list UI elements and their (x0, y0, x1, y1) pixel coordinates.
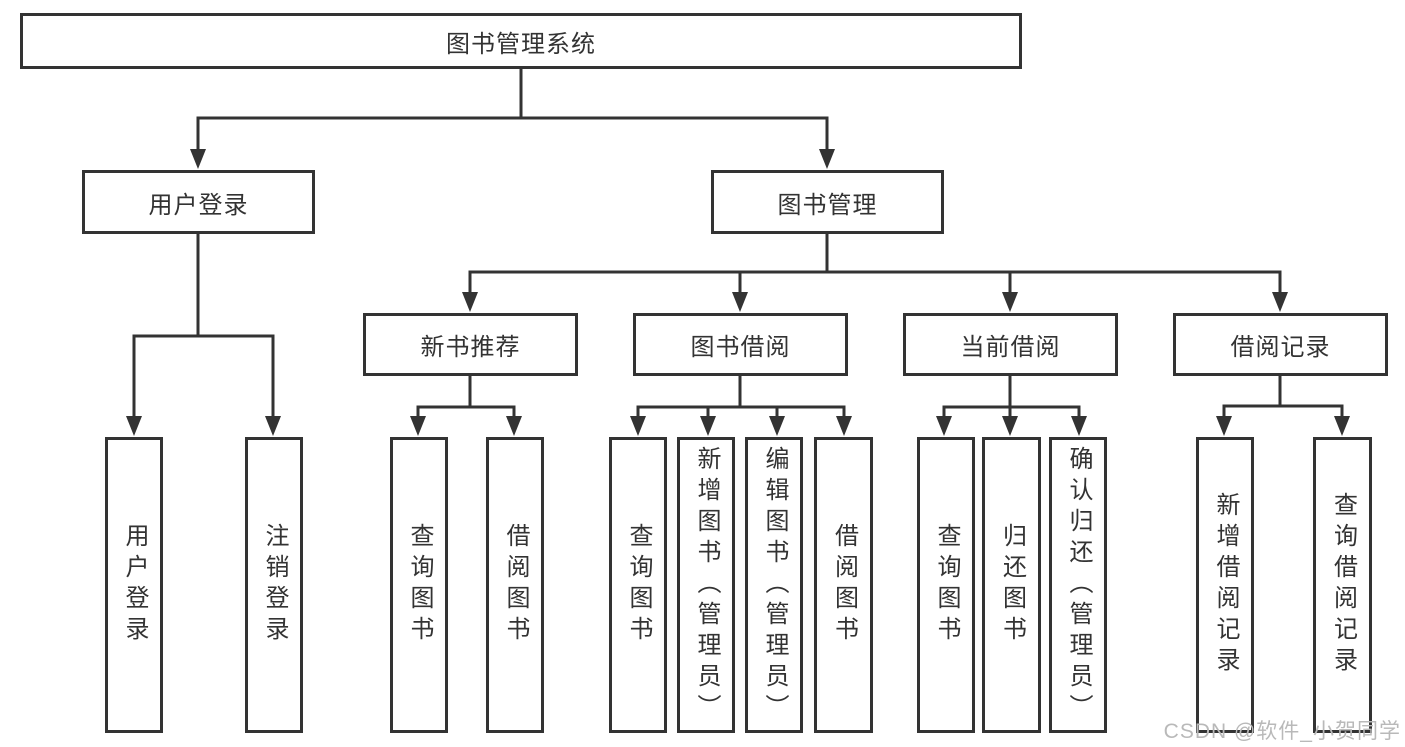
leaf-current-query-book-label: 查询图书 (933, 523, 960, 647)
node-root-label: 图书管理系统 (446, 30, 596, 58)
leaf-current-return-book-label: 归还图书 (998, 523, 1026, 647)
node-borrow-records: 借阅记录 (1173, 313, 1388, 376)
leaf-recommend-borrow-book: 借阅图书 (486, 437, 544, 733)
node-current-borrowing-label: 当前借阅 (960, 334, 1061, 361)
node-book-management: 图书管理 (711, 170, 944, 234)
leaf-logout: 注销登录 (245, 437, 303, 733)
leaf-recommend-query-book: 查询图书 (390, 437, 448, 733)
leaf-user-login: 用户登录 (105, 437, 163, 733)
leaf-record-add-label: 新增借阅记录 (1212, 492, 1239, 678)
leaf-borrowing-query-book-label: 查询图书 (625, 523, 652, 647)
leaf-record-add: 新增借阅记录 (1196, 437, 1254, 733)
leaf-recommend-query-book-label: 查询图书 (406, 523, 433, 647)
leaf-borrowing-edit-book-admin-label: 编辑图书（管理员） (761, 445, 788, 725)
leaf-current-return-book: 归还图书 (982, 437, 1041, 733)
leaf-current-confirm-return-admin-label: 确认归还（管理员） (1065, 445, 1092, 725)
arrowhead-icons (126, 149, 1350, 436)
tree-edges (132, 67, 1344, 422)
node-new-book-recommend: 新书推荐 (363, 313, 578, 376)
leaf-record-query-label: 查询借阅记录 (1329, 492, 1357, 678)
node-new-book-recommend-label: 新书推荐 (420, 334, 521, 361)
csdn-watermark: CSDN @软件_小贺同学 (1163, 720, 1401, 743)
node-root: 图书管理系统 (20, 13, 1022, 69)
node-user-login: 用户登录 (82, 170, 315, 234)
leaf-borrowing-borrow-book: 借阅图书 (814, 437, 873, 733)
leaf-logout-label: 注销登录 (261, 523, 288, 647)
node-borrow-records-label: 借阅记录 (1230, 334, 1331, 361)
node-current-borrowing: 当前借阅 (903, 313, 1118, 376)
leaf-borrowing-add-book-admin: 新增图书（管理员） (677, 437, 735, 733)
leaf-current-confirm-return-admin: 确认归还（管理员） (1049, 437, 1107, 733)
leaf-borrowing-borrow-book-label: 借阅图书 (830, 523, 858, 647)
leaf-borrowing-add-book-admin-label: 新增图书（管理员） (693, 445, 720, 725)
node-book-borrowing-label: 图书借阅 (690, 334, 791, 361)
leaf-borrowing-query-book: 查询图书 (609, 437, 667, 733)
node-book-borrowing: 图书借阅 (633, 313, 848, 376)
leaf-current-query-book: 查询图书 (917, 437, 975, 733)
leaf-borrowing-edit-book-admin: 编辑图书（管理员） (745, 437, 803, 733)
node-book-management-label: 图书管理 (777, 191, 878, 219)
node-user-login-label: 用户登录 (148, 191, 249, 219)
leaf-record-query: 查询借阅记录 (1313, 437, 1372, 733)
leaf-recommend-borrow-book-label: 借阅图书 (502, 523, 529, 647)
leaf-user-login-label: 用户登录 (121, 523, 148, 647)
